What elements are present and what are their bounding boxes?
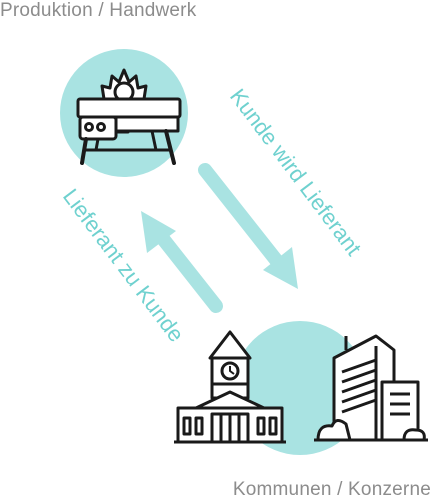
arrow-left-up [141,211,223,313]
arrow-right-text: Kunde wird Lieferant [225,84,366,260]
office-building-icon [314,334,428,442]
arrow-right-down [198,163,298,289]
bottom-node-label: Kommunen / Konzerne [232,479,431,500]
town-hall-icon [174,330,286,444]
top-node-label: Produktion / Handwerk [0,0,197,21]
arrow-left-text: Lieferant zu Kunde [58,184,189,347]
table-saw-icon [76,68,182,165]
